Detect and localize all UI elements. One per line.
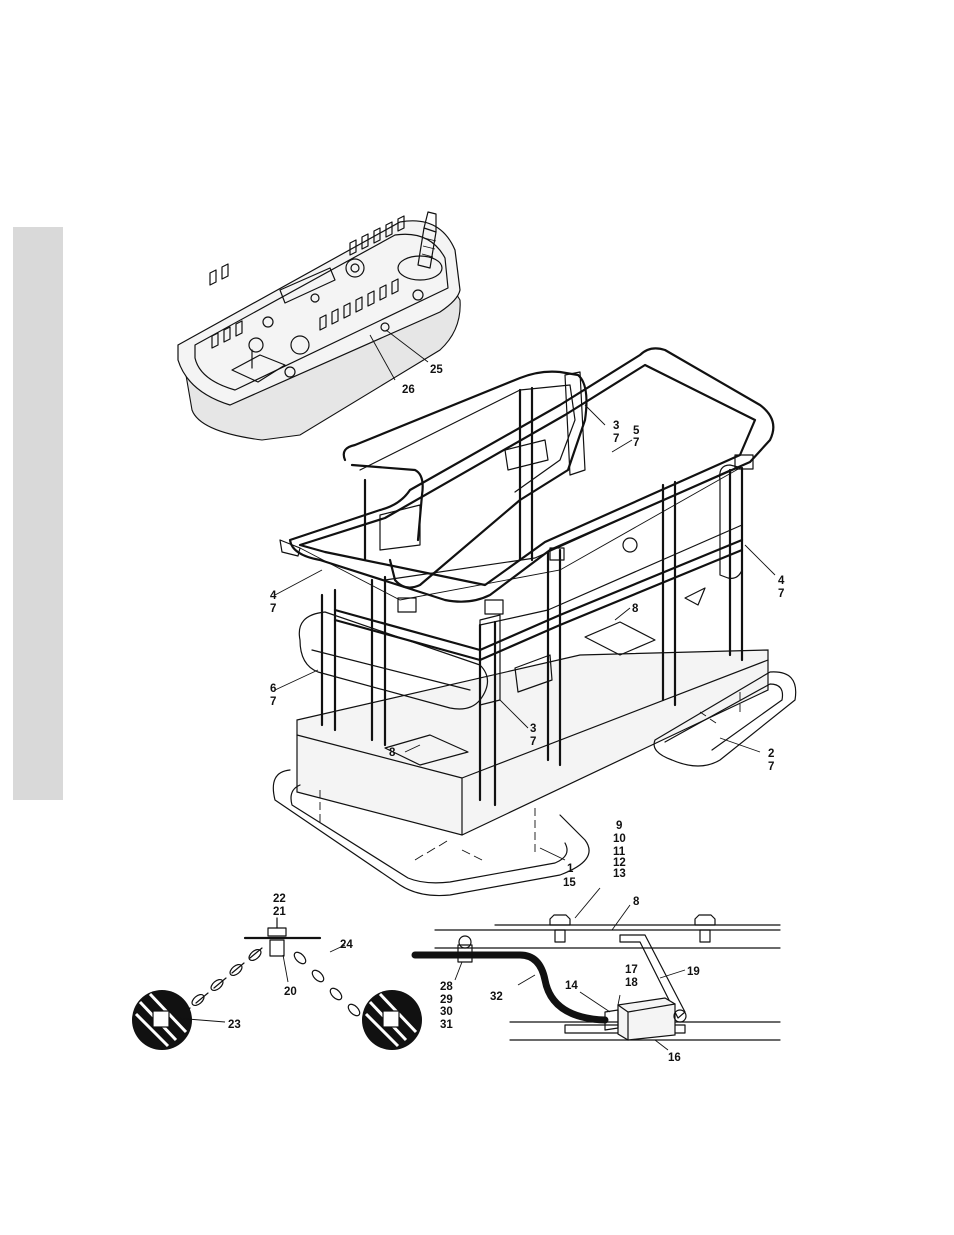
- callout-8-right: 8: [632, 603, 639, 615]
- callout-7-six: 7: [270, 696, 276, 708]
- leader-28-31: [455, 962, 462, 980]
- leader-8-detail: [612, 905, 630, 930]
- leader-3-top: [585, 405, 605, 425]
- callout-29: 29: [440, 994, 453, 1006]
- callout-16: 16: [668, 1052, 681, 1064]
- callout-8-front: 8: [389, 747, 396, 759]
- callout-7-five: 7: [633, 437, 639, 449]
- callout-4-left: 4: [270, 590, 277, 602]
- floor-plate-right: [585, 622, 655, 655]
- callout-18: 18: [625, 977, 638, 989]
- callout-7-top: 7: [613, 433, 619, 445]
- control-console: [178, 212, 460, 440]
- callout-22: 22: [273, 893, 286, 905]
- leader-20: [283, 955, 288, 982]
- bumper-section-left: [132, 990, 192, 1050]
- callout-28: 28: [440, 981, 453, 993]
- callout-30: 30: [440, 1006, 453, 1018]
- callout-7-right: 7: [778, 588, 784, 600]
- chain-detail: [132, 918, 422, 1050]
- leader-17-18: [618, 995, 620, 1005]
- leader-16: [655, 1040, 668, 1050]
- callout-5: 5: [633, 425, 640, 437]
- callout-25: 25: [430, 364, 443, 376]
- callout-7-two: 7: [768, 761, 774, 773]
- callout-6: 6: [270, 683, 276, 695]
- callout-17: 17: [625, 964, 638, 976]
- leader-32: [518, 975, 535, 985]
- bumper-section-right: [362, 990, 422, 1050]
- leader-6: [275, 670, 318, 690]
- callout-26: 26: [402, 384, 415, 396]
- leader-8-right: [615, 608, 630, 620]
- callout-31: 31: [440, 1019, 453, 1031]
- callout-24: 24: [340, 939, 353, 951]
- leader-2: [720, 738, 760, 752]
- callout-32: 32: [490, 991, 503, 1003]
- callout-21: 21: [273, 906, 286, 918]
- callout-4-right: 4: [778, 575, 785, 587]
- leader-9-13: [575, 888, 600, 918]
- callout-8-detail: 8: [633, 896, 640, 908]
- callout-1: 1: [567, 863, 574, 875]
- callout-14: 14: [565, 980, 578, 992]
- leader-1: [540, 848, 565, 860]
- callout-13: 13: [613, 868, 626, 880]
- switch-detail: [415, 888, 780, 1050]
- callout-9: 9: [616, 820, 622, 832]
- callout-7-left: 7: [270, 603, 276, 615]
- limit-switch-body: [618, 998, 675, 1040]
- callout-10: 10: [613, 833, 626, 845]
- callout-3-top: 3: [613, 420, 619, 432]
- callout-19: 19: [687, 966, 700, 978]
- callout-15: 15: [563, 877, 576, 889]
- callout-23: 23: [228, 1019, 241, 1031]
- callout-20: 20: [284, 986, 297, 998]
- leader-4-right: [745, 545, 775, 575]
- callout-7-bottom: 7: [530, 736, 536, 748]
- callout-3-bottom: 3: [530, 723, 536, 735]
- callout-2: 2: [768, 748, 774, 760]
- leader-14: [580, 992, 610, 1012]
- leader-4-left: [275, 570, 322, 595]
- platform-basket: [273, 348, 795, 895]
